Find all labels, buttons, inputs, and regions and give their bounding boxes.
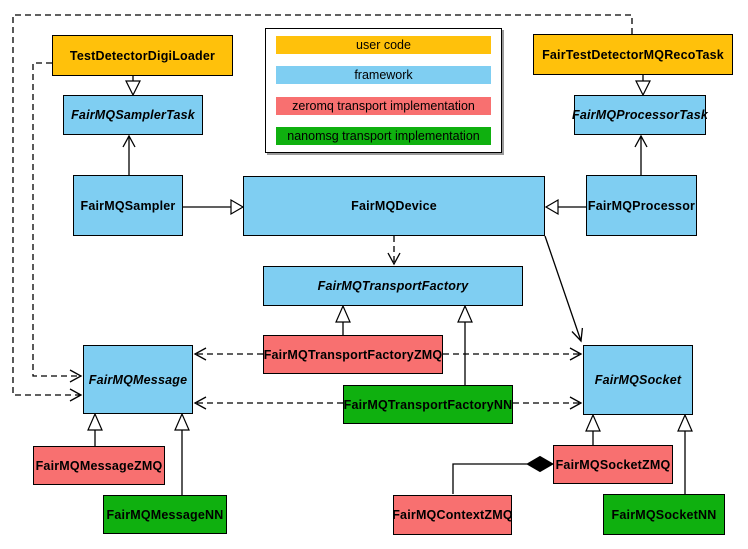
edge-factoryzmq-message	[193, 347, 263, 361]
class-label: FairMQSocketZMQ	[555, 457, 671, 472]
edge-factorynn-message	[193, 396, 343, 410]
edge-socketnn-socket	[677, 413, 693, 494]
legend-label: user code	[356, 38, 411, 52]
edge-factoryzmq-socket	[443, 347, 583, 361]
edge-processor-processortask	[634, 134, 648, 175]
edge-sampler-device	[183, 198, 245, 216]
class-box-fairtestdetectormqrecotask: FairTestDetectorMQRecoTask	[533, 34, 733, 75]
edge-factorynn-factory	[457, 304, 473, 385]
class-box-fairmqsocketnn: FairMQSocketNN	[603, 494, 725, 535]
class-label: FairMQMessageZMQ	[35, 458, 163, 473]
class-label: FairMQMessageNN	[106, 507, 224, 522]
legend-box: user code framework zeromq transport imp…	[265, 28, 502, 153]
edge-socketzmq-socket	[585, 413, 601, 445]
legend-label: framework	[354, 68, 413, 83]
class-label: FairTestDetectorMQRecoTask	[542, 47, 724, 62]
class-label: TestDetectorDigiLoader	[69, 48, 216, 63]
class-label: FairMQTransportFactoryZMQ	[263, 347, 443, 362]
class-label: FairMQMessage	[88, 372, 188, 387]
edge-factorynn-socket	[513, 396, 583, 410]
class-label: FairMQSocketNN	[611, 507, 717, 522]
class-box-fairmqcontextzmq: FairMQContextZMQ	[392, 495, 513, 535]
legend-item-framework: framework	[276, 66, 491, 85]
class-label: FairMQProcessorTask	[571, 108, 709, 122]
edge-digiloader-samplertask	[125, 76, 141, 97]
class-box-fairmqmessagezmq: FairMQMessageZMQ	[33, 446, 165, 485]
class-box-fairmqtransportfactoryzmq: FairMQTransportFactoryZMQ	[263, 335, 443, 374]
legend-item-nanomsg: nanomsg transport implementation	[276, 126, 491, 145]
edge-recotask-processortask	[635, 75, 651, 97]
class-box-fairmqprocessortask: FairMQProcessorTask	[571, 95, 709, 135]
class-box-fairmqmessagenn: FairMQMessageNN	[103, 495, 227, 534]
class-label: FairMQTransportFactory	[317, 279, 469, 293]
class-label: FairMQSampler	[80, 198, 176, 213]
class-box-fairmqsampler: FairMQSampler	[73, 175, 183, 236]
edge-recotask-message	[12, 14, 633, 402]
edge-sampler-samplertask	[122, 134, 136, 175]
edge-digiloader-message	[32, 62, 83, 383]
legend-item-user-code: user code	[276, 36, 491, 54]
edge-messagenn-message	[174, 412, 190, 495]
edge-device-socket	[544, 235, 584, 343]
class-label: FairMQProcessor	[587, 198, 696, 213]
class-box-fairmqsocket: FairMQSocket	[583, 345, 693, 415]
edge-contextzmq-socketzmq	[452, 455, 555, 494]
edge-device-factory	[387, 236, 401, 266]
class-box-testdetectordigiloader: TestDetectorDigiLoader	[52, 35, 233, 76]
class-label: FairMQContextZMQ	[392, 508, 513, 522]
edge-factoryzmq-factory	[335, 304, 351, 335]
class-box-fairmqdevice: FairMQDevice	[243, 176, 545, 236]
class-label: FairMQDevice	[351, 199, 437, 213]
legend-item-zeromq: zeromq transport implementation	[276, 96, 491, 115]
class-box-fairmqmessage: FairMQMessage	[83, 345, 193, 414]
class-box-fairmqsamplertask: FairMQSamplerTask	[63, 95, 203, 135]
edge-processor-device	[544, 198, 586, 216]
class-label: FairMQSamplerTask	[71, 108, 195, 122]
edge-messagezmq-message	[87, 412, 103, 446]
class-box-fairmqprocessor: FairMQProcessor	[586, 175, 697, 236]
class-box-fairmqsocketzmq: FairMQSocketZMQ	[553, 445, 673, 484]
legend-label: nanomsg transport implementation	[287, 128, 480, 143]
class-label: FairMQTransportFactoryNN	[343, 397, 513, 412]
class-box-fairmqtransportfactory: FairMQTransportFactory	[263, 266, 523, 306]
class-box-fairmqtransportfactorynn: FairMQTransportFactoryNN	[343, 385, 513, 424]
legend-label: zeromq transport implementation	[292, 98, 475, 113]
class-label: FairMQSocket	[594, 373, 682, 387]
